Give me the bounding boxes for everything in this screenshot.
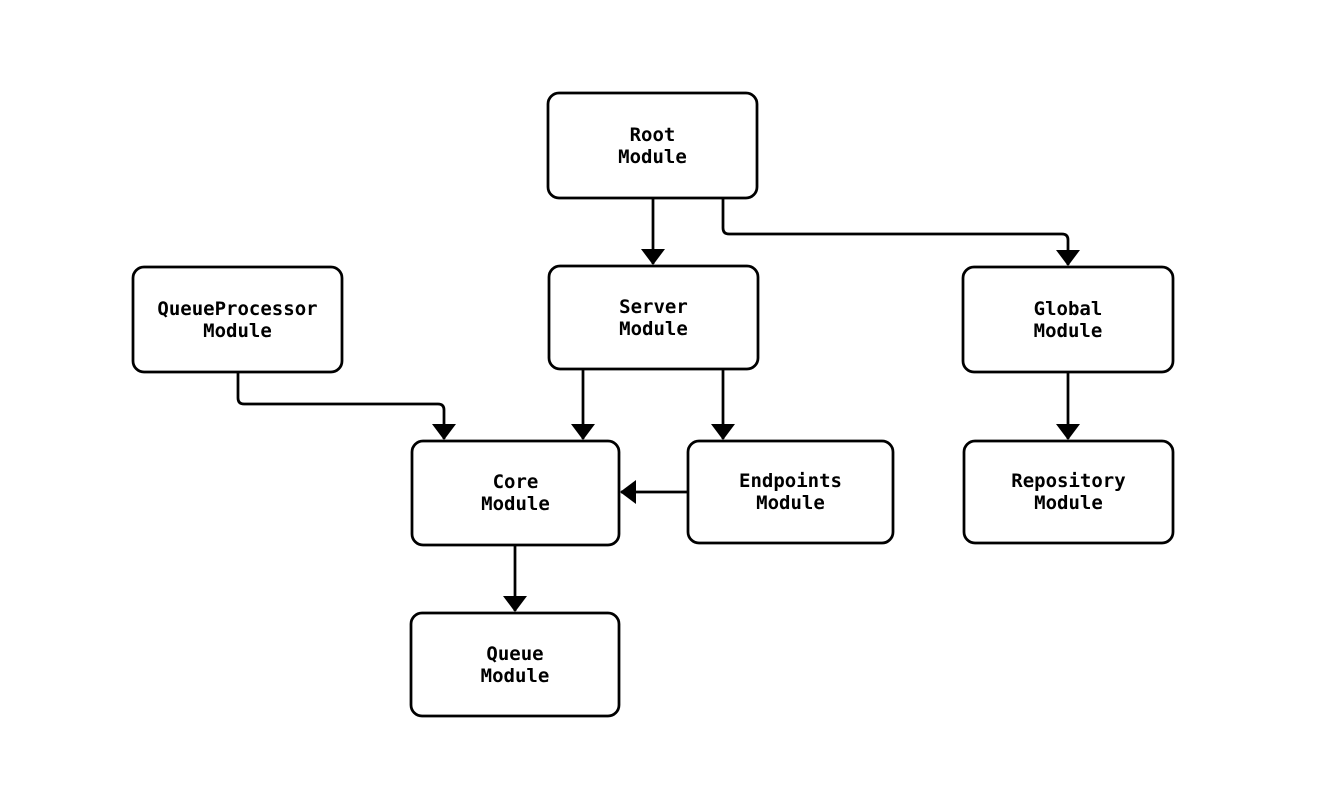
edges-layer <box>236 198 1080 612</box>
node-core-module: Core Module <box>410 439 621 547</box>
edge-root-global <box>721 198 1080 266</box>
node-root-label-line1: Root <box>630 124 676 146</box>
node-global-module: Global Module <box>961 265 1175 374</box>
edge-queueprocessor-core <box>236 372 456 440</box>
node-queueprocessor-label-line1: QueueProcessor <box>157 298 317 320</box>
node-repository-label-line1: Repository <box>1011 470 1125 492</box>
node-server-label-line1: Server <box>619 296 688 318</box>
node-endpoints-label-line2: Module <box>756 492 825 514</box>
node-endpoints-module: Endpoints Module <box>686 439 895 545</box>
node-repository-module: Repository Module <box>962 439 1175 545</box>
node-queueprocessor-box <box>131 265 344 374</box>
node-core-label-line1: Core <box>493 471 539 493</box>
node-queueprocessor-module: QueueProcessor Module <box>131 265 344 374</box>
node-queue-label-line1: Queue <box>486 643 543 665</box>
nodes-layer: Root Module QueueProcessor Module Server… <box>131 91 1175 718</box>
node-root-label-line2: Module <box>618 146 687 168</box>
node-queue-module: Queue Module <box>409 611 621 718</box>
node-global-label-line2: Module <box>1034 320 1103 342</box>
node-global-box <box>961 265 1175 374</box>
node-endpoints-box <box>686 439 895 545</box>
node-global-label-line1: Global <box>1034 298 1103 320</box>
node-endpoints-label-line1: Endpoints <box>739 470 842 492</box>
node-queueprocessor-label-line2: Module <box>203 320 272 342</box>
node-core-label-line2: Module <box>481 493 550 515</box>
node-server-box <box>547 264 760 371</box>
node-root-module: Root Module <box>546 91 759 200</box>
node-repository-box <box>962 439 1175 545</box>
node-core-box <box>410 439 621 547</box>
node-root-box <box>546 91 759 200</box>
node-queue-box <box>409 611 621 718</box>
node-queue-label-line2: Module <box>481 665 550 687</box>
node-server-module: Server Module <box>547 264 760 371</box>
node-repository-label-line2: Module <box>1034 492 1103 514</box>
node-server-label-line2: Module <box>619 318 688 340</box>
